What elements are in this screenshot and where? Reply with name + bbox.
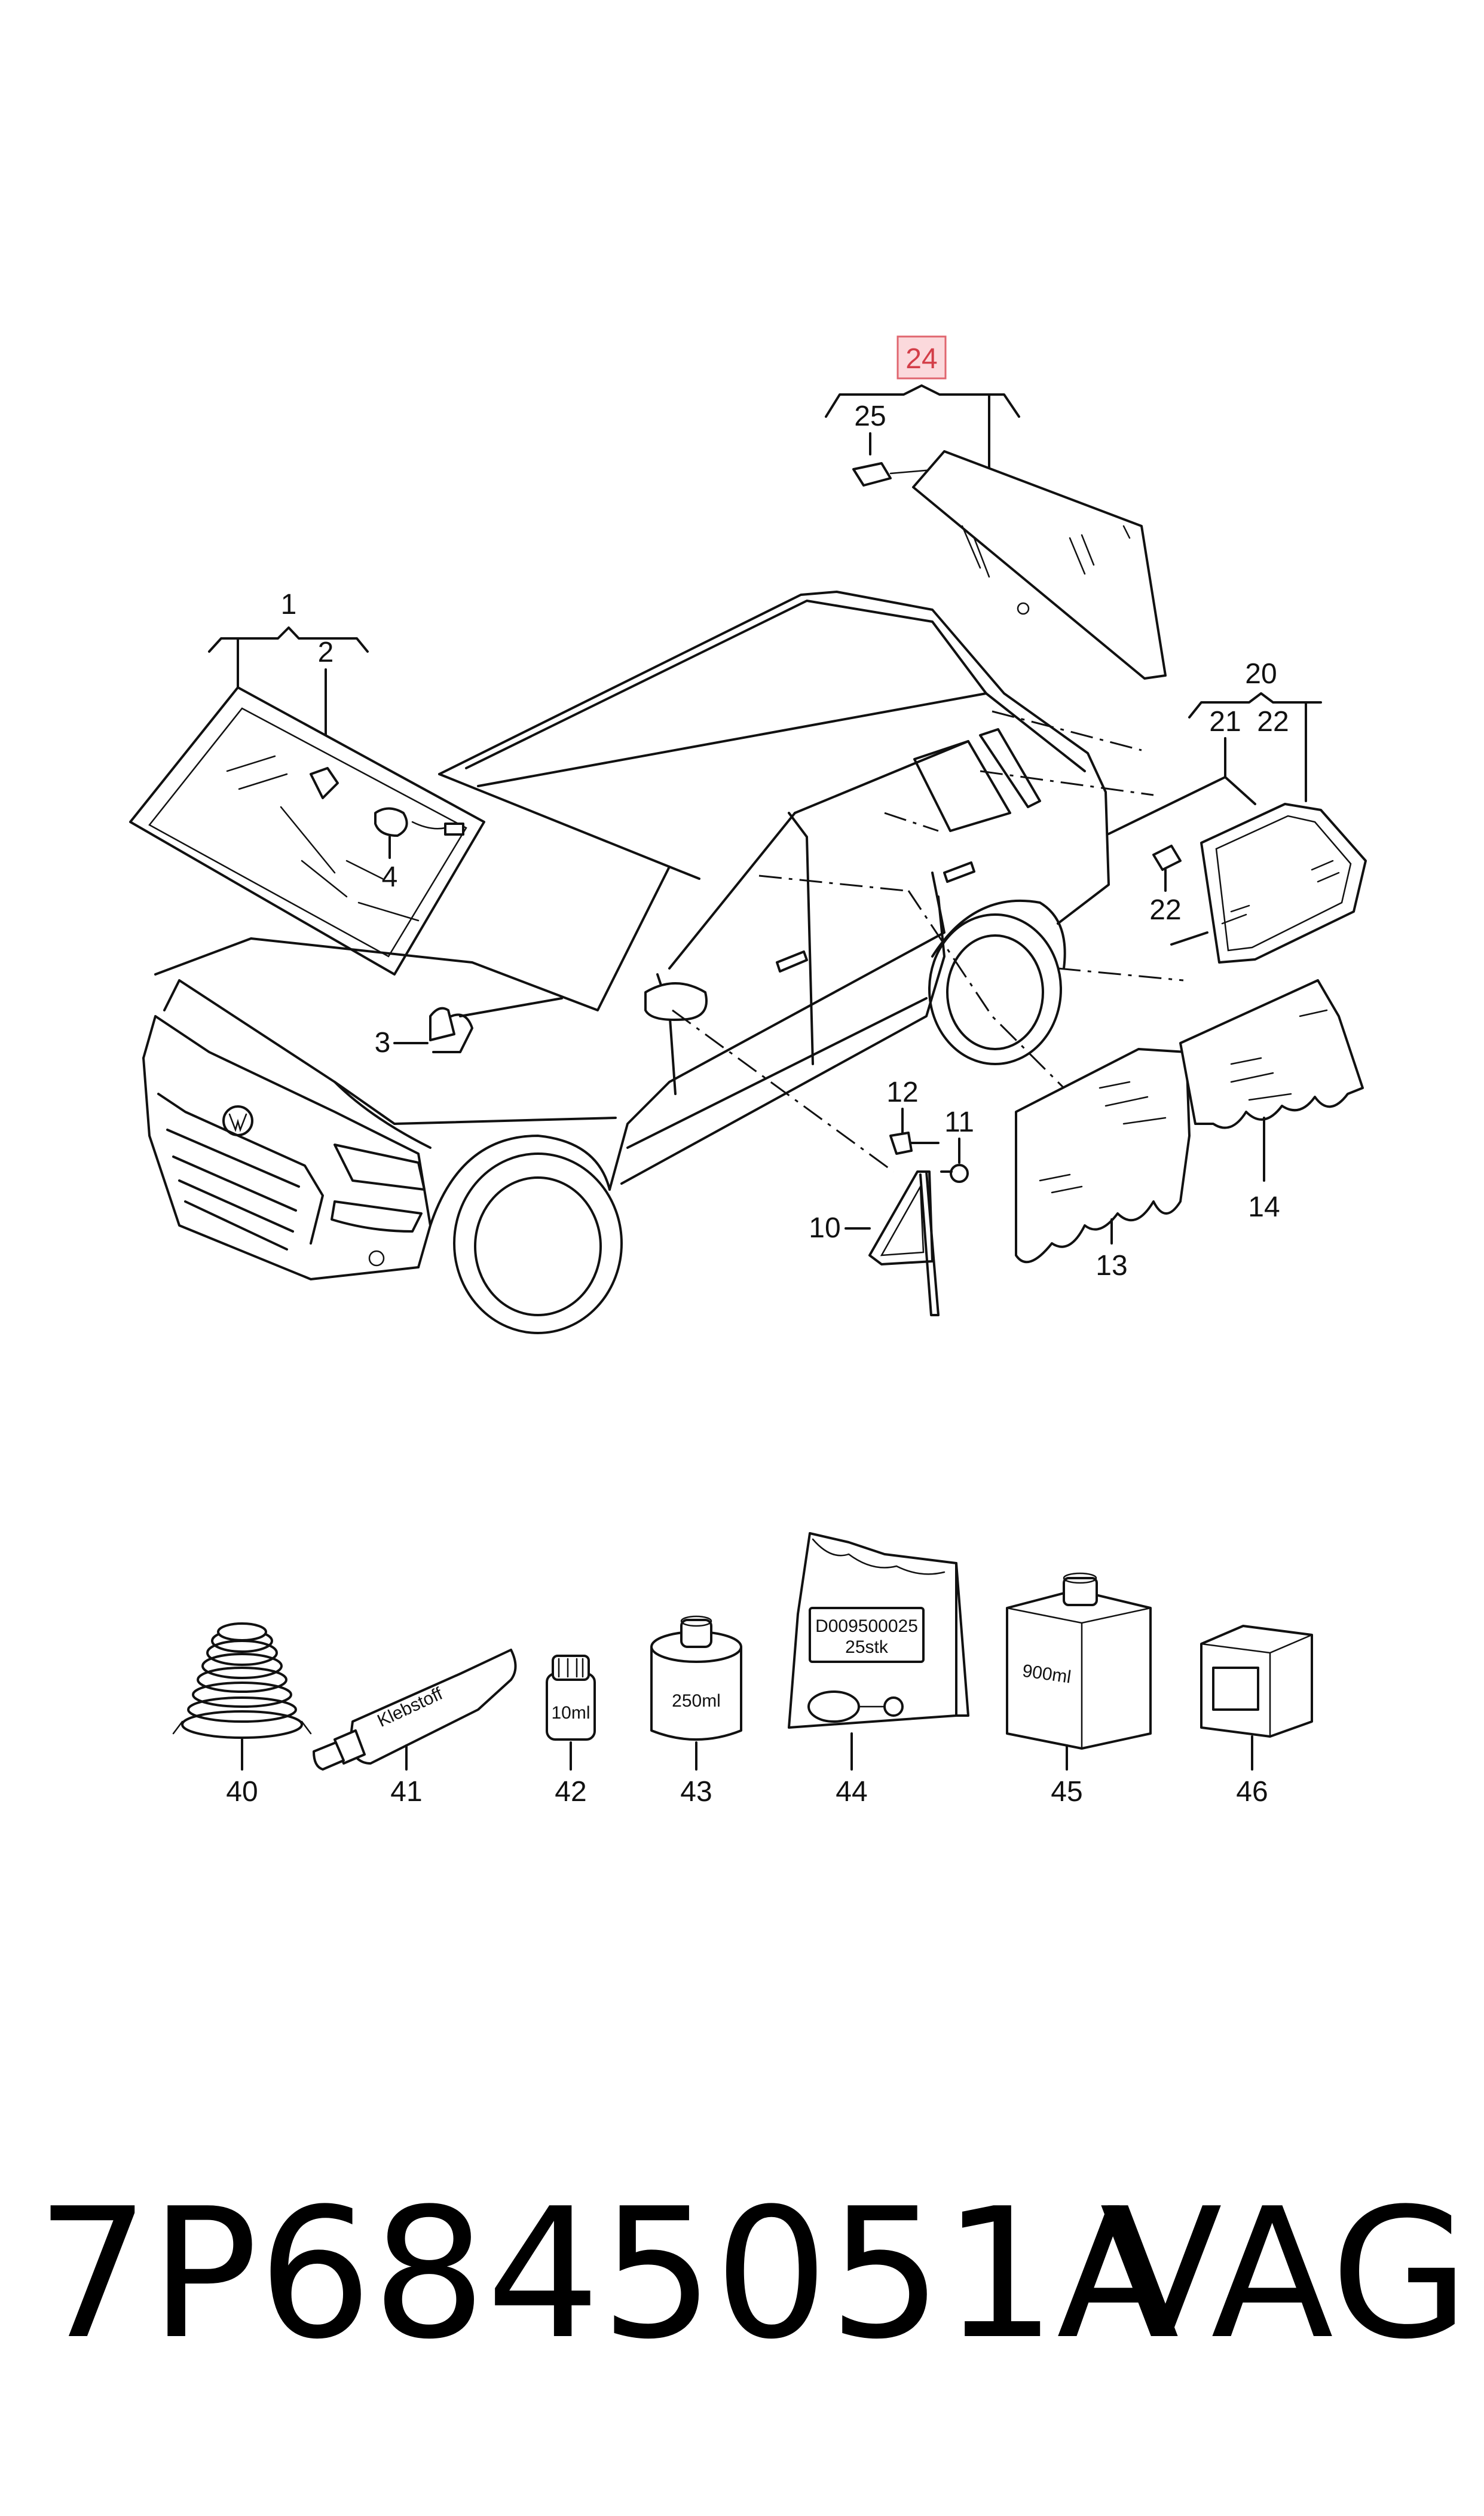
accessory-43[interactable]: 250ml 43	[650, 1615, 742, 1808]
callout-22b[interactable]: 22	[1149, 894, 1181, 926]
callout-13[interactable]: 13	[1096, 1250, 1127, 1282]
accessory-42[interactable]: 10ml 42	[546, 1655, 596, 1808]
rear-window-glass[interactable]	[912, 450, 1167, 680]
callout-20[interactable]: 20	[1245, 658, 1277, 690]
callout-12[interactable]: 12	[886, 1077, 918, 1108]
bag-label-line2: 25stk	[845, 1637, 889, 1657]
accessory-45[interactable]: 900ml 45	[1006, 1572, 1152, 1808]
callout-25[interactable]: 25	[854, 401, 886, 432]
callout-42[interactable]: 42	[555, 1776, 586, 1808]
callout-41[interactable]: 41	[390, 1776, 422, 1808]
sensor-4[interactable]	[374, 807, 408, 837]
callout-24-highlight	[896, 335, 947, 380]
callout-2[interactable]: 2	[318, 637, 334, 668]
quarter-glass-group: 20 21 22 22	[1107, 658, 1367, 964]
clip-12[interactable]	[889, 1132, 913, 1155]
accessory-41[interactable]: Klebstoff 41	[313, 1649, 517, 1808]
quarter-glass[interactable]	[1200, 803, 1367, 964]
windshield-glass[interactable]	[129, 686, 485, 976]
vw-logo	[222, 1105, 253, 1136]
callout-40[interactable]: 40	[226, 1776, 258, 1808]
accessory-46[interactable]: 46	[1200, 1625, 1313, 1808]
triangle-glass-group: 12 11 10	[809, 1077, 974, 1316]
part-number: 7P6845051A	[36, 2170, 1180, 2379]
brand-name: VAG	[1100, 2170, 1470, 2379]
door-glass-group: 13 14	[1015, 979, 1364, 1282]
callout-1[interactable]: 1	[281, 589, 297, 620]
screw-11[interactable]	[950, 1164, 969, 1183]
callout-4[interactable]: 4	[382, 861, 398, 893]
rear-window-group: 24 25	[825, 335, 1167, 680]
side-mirror	[644, 982, 708, 1021]
callout-22a[interactable]: 22	[1257, 706, 1289, 738]
callout-3[interactable]: 3	[375, 1027, 391, 1059]
callout-46[interactable]: 46	[1236, 1776, 1268, 1808]
part-3[interactable]	[429, 1007, 455, 1041]
clip-25[interactable]	[852, 462, 892, 487]
callout-11[interactable]: 11	[944, 1106, 974, 1138]
accessory-44[interactable]: D009500025 25stk 44	[788, 1532, 969, 1808]
windshield-group: 1 2 4	[129, 589, 485, 976]
door-glass-14[interactable]	[1179, 979, 1364, 1129]
callout-24[interactable]: 24	[905, 343, 937, 375]
callout-14[interactable]: 14	[1248, 1191, 1280, 1223]
bracket-24	[825, 384, 1020, 418]
callout-10[interactable]: 10	[809, 1212, 840, 1244]
accessory-40[interactable]: 40	[172, 1622, 312, 1808]
callout-44[interactable]: 44	[836, 1776, 867, 1808]
bottle-label: 10ml	[551, 1703, 590, 1723]
bag-label-line1: D009500025	[815, 1616, 918, 1636]
callout-21[interactable]: 21	[1209, 706, 1241, 738]
can-label: 250ml	[672, 1691, 721, 1711]
clip-22[interactable]	[1152, 845, 1182, 871]
callout-45[interactable]: 45	[1051, 1776, 1082, 1808]
bracket-1	[208, 626, 369, 653]
footer: 7P6845051A VAG	[36, 2170, 1469, 2379]
sensor-2[interactable]	[310, 767, 339, 799]
car-body: 3	[142, 591, 1184, 1334]
bracket-20	[1188, 692, 1322, 719]
door-glass-13[interactable]	[1015, 1048, 1191, 1264]
callout-43[interactable]: 43	[680, 1776, 712, 1808]
seal-21[interactable]	[1107, 776, 1256, 835]
